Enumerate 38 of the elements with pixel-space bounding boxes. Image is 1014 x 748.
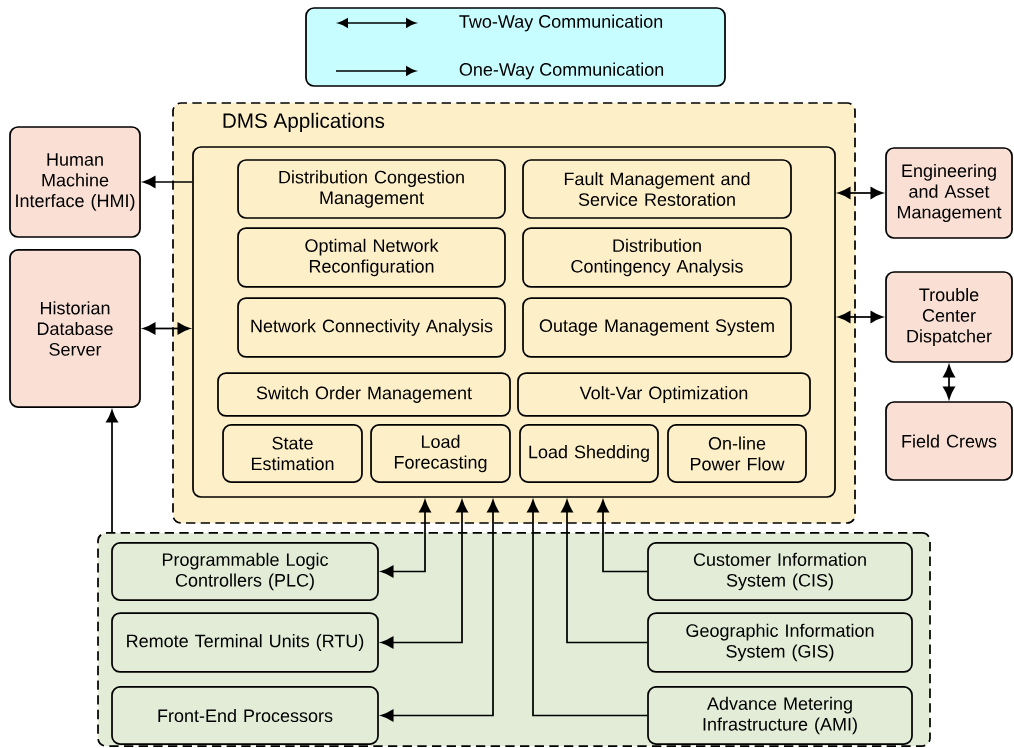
process-box: Customer Information System (CIS) — [647, 542, 913, 601]
arrow — [106, 410, 118, 533]
process-box: Engineering and Asset Management — [885, 147, 1013, 239]
process-box: Front-End Processors — [111, 686, 379, 745]
arrow — [143, 176, 193, 188]
process-box: Outage Management System — [522, 297, 792, 358]
process-box: Fault Management and Service Restoration — [522, 159, 792, 219]
arrow — [143, 322, 190, 335]
arrow — [381, 500, 431, 578]
process-box: Remote Terminal Units (RTU) — [111, 612, 379, 673]
arrow — [838, 187, 883, 199]
arrow — [597, 500, 648, 573]
legend-label: Two-Way Communication — [459, 14, 663, 32]
process-box: On-line Power Flow — [667, 424, 807, 483]
process-box: State Estimation — [222, 424, 363, 483]
process-box: Network Connectivity Analysis — [237, 297, 506, 358]
process-box: Field Crews — [885, 401, 1013, 481]
process-box: Geographic Information System (GIS) — [647, 612, 913, 673]
process-box: Distribution Contingency Analysis — [522, 227, 792, 288]
process-box: Optimal Network Reconfiguration — [237, 227, 506, 288]
process-box: Distribution Congestion Management — [237, 159, 506, 219]
arrow — [527, 500, 648, 717]
process-box: Switch Order Management — [217, 372, 511, 417]
process-box: Advance Metering Infrastructure (AMI) — [647, 686, 913, 745]
process-box: Programmable Logic Controllers (PLC) — [111, 542, 379, 601]
process-box: Historian Database Server — [9, 249, 141, 408]
process-box: Trouble Center Dispatcher — [885, 271, 1013, 363]
legend-label: One-Way Communication — [459, 62, 664, 80]
arrow — [943, 365, 955, 399]
process-box: Volt-Var Optimization — [517, 372, 811, 417]
arrow — [838, 311, 883, 323]
arrow — [381, 500, 499, 722]
group-title: DMS Applications — [223, 112, 385, 133]
arrow — [381, 500, 468, 649]
process-box: Load Shedding — [519, 424, 659, 483]
arrow — [561, 500, 648, 644]
process-box: Load Forecasting — [370, 424, 511, 483]
process-box: Human Machine Interface (HMI) — [9, 126, 141, 238]
